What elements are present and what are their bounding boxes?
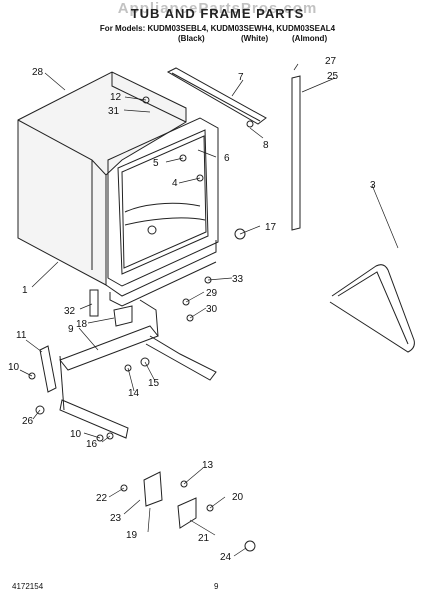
- side-strip: [291, 75, 301, 231]
- callout-10: 10: [8, 362, 20, 373]
- tub-top-rim: [111, 72, 187, 123]
- callout-28: 28: [32, 67, 44, 78]
- callout-5: 5: [153, 158, 159, 169]
- callout-27: 27: [325, 56, 337, 67]
- top-rail: [166, 67, 267, 125]
- page-number: 9: [214, 582, 219, 591]
- callout-18: 18: [76, 319, 88, 330]
- tub-outline: [17, 71, 187, 286]
- color-almond: (Almond): [292, 34, 328, 43]
- callout-32: 32: [64, 306, 76, 317]
- callout-24: 24: [220, 552, 232, 563]
- part-number: 4172154: [12, 582, 44, 591]
- callout-10b: 10: [70, 429, 82, 440]
- color-white: (White): [241, 34, 269, 43]
- callout-1: 1: [22, 285, 28, 296]
- callout-7: 7: [238, 72, 244, 83]
- watermark: AppliancePartsPros.com: [117, 0, 318, 17]
- callout-29: 29: [206, 288, 218, 299]
- color-black: (Black): [178, 34, 205, 43]
- door-frame: [107, 117, 219, 287]
- callout-12: 12: [110, 92, 122, 103]
- callout-33: 33: [232, 274, 244, 285]
- callout-8: 8: [263, 140, 269, 151]
- callout-9: 9: [68, 324, 74, 335]
- callout-23: 23: [110, 513, 122, 524]
- clip-18: [113, 305, 133, 327]
- callout-11: 11: [16, 330, 27, 341]
- callout-17: 17: [265, 222, 277, 233]
- callout-31: 31: [108, 106, 120, 117]
- callout-16: 16: [86, 439, 98, 450]
- page-title: TUB AND FRAME PARTS: [130, 6, 305, 21]
- leveling-leg: [39, 345, 57, 393]
- callout-21: 21: [198, 533, 210, 544]
- callout-3: 3: [370, 180, 376, 191]
- callout-14: 14: [128, 388, 140, 399]
- lower-rail: [59, 399, 129, 439]
- callout-15: 15: [148, 378, 160, 389]
- callout-30: 30: [206, 304, 218, 315]
- callout-13: 13: [202, 460, 214, 471]
- strip-32: [89, 289, 99, 317]
- callout-20: 20: [232, 492, 244, 503]
- base-frame: [105, 240, 217, 297]
- callout-22: 22: [96, 493, 108, 504]
- callout-25: 25: [327, 71, 339, 82]
- door-gasket: [329, 264, 415, 353]
- support-bracket: [59, 325, 159, 371]
- callout-19: 19: [126, 530, 138, 541]
- callout-6: 6: [224, 153, 230, 164]
- model-list: For Models: KUDM03SEBL4, KUDM03SEWH4, KU…: [99, 24, 336, 33]
- callout-labels: 28 12 31 7 27 25 8 5 6 4 3 17 1 33 29 32…: [8, 56, 376, 563]
- mount-bracket: [143, 471, 163, 507]
- callout-4: 4: [172, 178, 178, 189]
- callout-26: 26: [22, 416, 34, 427]
